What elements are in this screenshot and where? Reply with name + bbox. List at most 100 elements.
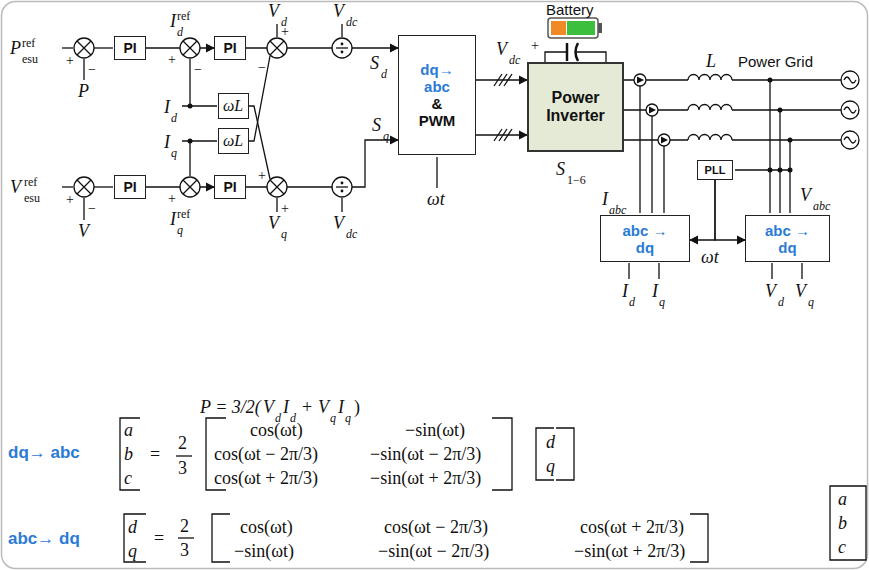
label-holder: ref: [177, 204, 190, 222]
math-symbol: I: [622, 282, 628, 300]
grid-source: [844, 77, 856, 83]
tap-dot: [788, 168, 793, 173]
label-holder: +: [66, 51, 74, 69]
label-holder: S: [372, 116, 381, 135]
tap-dot: [188, 78, 793, 173]
math-text: ref: [24, 176, 37, 188]
math-symbol: V: [333, 2, 344, 20]
label-holder: I: [652, 282, 658, 301]
grid-source: [844, 137, 856, 143]
box-text: ωL: [223, 132, 243, 150]
math-symbol: abc: [609, 204, 626, 216]
decoupling-gain: ωL: [218, 93, 249, 119]
math-symbol: dc: [346, 228, 357, 240]
matrix-bracket: [212, 514, 230, 562]
divider-block: [332, 177, 352, 197]
inverter-box: Power Inverter: [527, 62, 624, 152]
matrix-bracket: [176, 455, 192, 456]
divider-block: [332, 38, 352, 197]
label-holder: ): [354, 398, 360, 417]
math-symbol: I: [164, 98, 170, 116]
math-text: +: [66, 193, 74, 207]
math-symbol: d: [629, 296, 635, 308]
math-text: +: [302, 398, 312, 416]
label-holder: I: [170, 12, 176, 31]
signal-wire: [639, 86, 640, 213]
label-holder: esu: [22, 49, 38, 67]
matrix-bracket: [536, 428, 554, 480]
math-symbol: V: [263, 398, 274, 416]
math-text: +: [531, 39, 539, 53]
math-symbol: I: [602, 190, 608, 208]
label-holder: I: [622, 282, 628, 301]
grid-source: [841, 131, 859, 149]
math-symbol: V: [496, 40, 507, 58]
math-text: 3: [180, 541, 189, 559]
dc-capacitor: [566, 43, 569, 61]
label-holder: +: [281, 199, 289, 217]
math-symbol: V: [765, 282, 776, 300]
label-holder: =: [154, 529, 164, 548]
label-holder: −: [88, 60, 96, 78]
math-text: ref: [177, 208, 190, 220]
current-sensor: [649, 107, 656, 114]
label-holder: −sin(ωt): [405, 421, 465, 440]
math-text: cos(ωt − 2π/3): [214, 445, 318, 463]
label-holder: S: [556, 160, 565, 179]
modulator-box: dq→ abc& PWM: [398, 35, 476, 155]
math-text: +: [258, 169, 266, 183]
part-name: Power Grid: [738, 54, 813, 69]
three-phase-line: [688, 135, 732, 141]
label-holder: cos(ωt): [250, 421, 303, 440]
summing-junction: [74, 177, 94, 197]
label-holder: V: [268, 214, 279, 233]
transform-box: abc → dq: [745, 215, 830, 262]
summing-junction: [180, 177, 200, 197]
signal-wire: [276, 24, 277, 37]
transform-name: dq→ abc: [8, 444, 80, 461]
battery-icon: [551, 21, 566, 35]
label-holder: 2: [180, 517, 189, 536]
signal-wire: [771, 263, 772, 279]
signal-wire: [248, 56, 270, 141]
label-holder: d: [778, 292, 784, 310]
math-text: cos(ωt): [240, 518, 293, 536]
math-text: −sin(ωt + 2π/3): [370, 469, 481, 487]
signal-wire: [341, 198, 342, 212]
summing-junction: [74, 38, 94, 58]
math-symbol: ωt: [701, 248, 719, 266]
math-symbol: b: [838, 514, 847, 532]
math-text: −sin(ωt): [234, 542, 294, 560]
label-holder: d: [546, 433, 555, 452]
summing-junction: [74, 38, 287, 197]
label-holder: −sin(ωt + 2π/3): [370, 469, 481, 488]
math-text: −sin(ωt − 2π/3): [378, 542, 489, 560]
math-text: 2: [178, 434, 187, 452]
label-holder: dc: [346, 12, 357, 30]
math-text: 1−6: [567, 174, 586, 186]
label-holder: q: [281, 224, 287, 242]
math-text: −: [194, 63, 202, 77]
math-symbol: q: [330, 412, 336, 424]
label-holder: dc: [509, 50, 520, 68]
label-holder: abc: [609, 200, 626, 218]
summing-junction: [180, 38, 200, 58]
divider-block: [341, 51, 344, 54]
signal-wire: [182, 105, 217, 106]
math-symbol: d: [177, 26, 183, 38]
math-symbol: V: [795, 282, 806, 300]
signal-connector: [715, 180, 745, 240]
matrix-bracket: [124, 514, 146, 562]
label-holder: c: [838, 538, 846, 557]
label-holder: q: [345, 408, 351, 426]
grid-source: [841, 71, 859, 89]
math-text: −: [258, 61, 266, 75]
signal-wire: [436, 157, 437, 188]
math-symbol: d: [381, 68, 387, 80]
label-holder: b: [838, 514, 847, 533]
label-holder: q: [659, 292, 665, 310]
math-text: cos(ωt + 2π/3): [580, 518, 684, 536]
matrix-bracket: [690, 514, 708, 562]
tap-dot: [188, 104, 193, 109]
tap-dot: [778, 108, 783, 113]
